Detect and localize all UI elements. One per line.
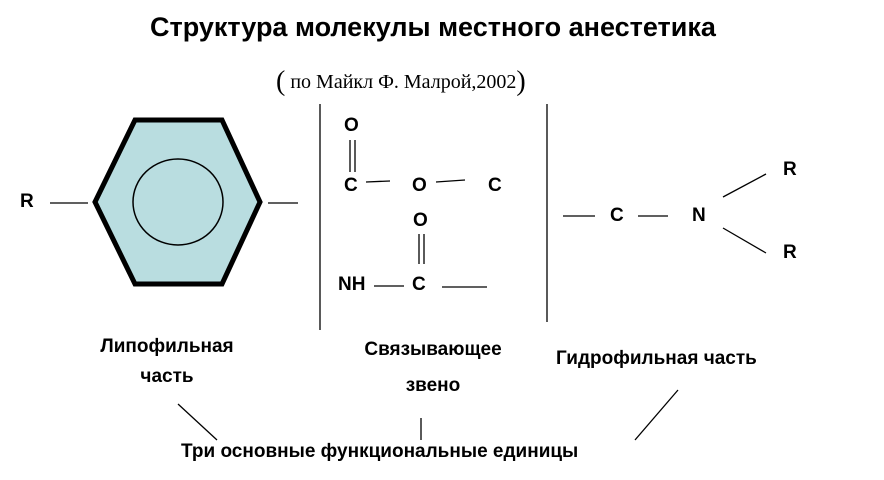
bond-o-c	[435, 179, 466, 183]
benzene-inner-circle	[132, 158, 224, 246]
bond-n-r-bottom	[722, 227, 767, 254]
label-bottom: Три основные функциональные единицы	[181, 441, 579, 462]
atom-amide-c: C	[412, 274, 426, 295]
subtitle-open-paren: (	[276, 66, 286, 97]
atom-ester-c1: C	[344, 175, 358, 196]
benzene-hexagon	[92, 117, 263, 287]
atom-amide-o: O	[413, 210, 428, 231]
atom-ester-c2: C	[488, 175, 502, 196]
atom-hydro-r-bottom: R	[783, 242, 797, 263]
atom-hydro-c: C	[610, 205, 624, 226]
label-linker: Связывающее звено	[333, 332, 533, 404]
atom-hydro-n: N	[692, 205, 706, 226]
atom-ring-r: R	[20, 191, 34, 212]
label-linker-line2: звено	[405, 375, 461, 396]
diagram-subtitle: ( по Майкл Ф. Малрой,2002)	[276, 66, 526, 98]
atom-ester-o-top: O	[344, 115, 359, 136]
subtitle-text: по Майкл Ф. Малрой,2002	[285, 71, 517, 93]
diagram-title: Структура молекулы местного анестетика	[150, 12, 716, 42]
pointer-hydrophilic	[634, 389, 679, 441]
pointer-lipophilic	[177, 403, 218, 441]
label-lipophilic: Липофильная часть	[72, 332, 262, 392]
label-linker-line1: Связывающее	[364, 339, 502, 360]
atom-amide-nh: NH	[338, 274, 366, 295]
bond-n-r-top	[722, 173, 767, 198]
bond-c-o	[365, 180, 391, 183]
label-lipophilic-line1: Липофильная	[100, 336, 234, 357]
atom-hydro-r-top: R	[783, 159, 797, 180]
label-hydrophilic: Гидрофильная часть	[556, 348, 757, 369]
label-lipophilic-line2: часть	[140, 366, 194, 387]
subtitle-close-paren: )	[516, 66, 526, 97]
atom-ester-o-mid: O	[412, 175, 427, 196]
